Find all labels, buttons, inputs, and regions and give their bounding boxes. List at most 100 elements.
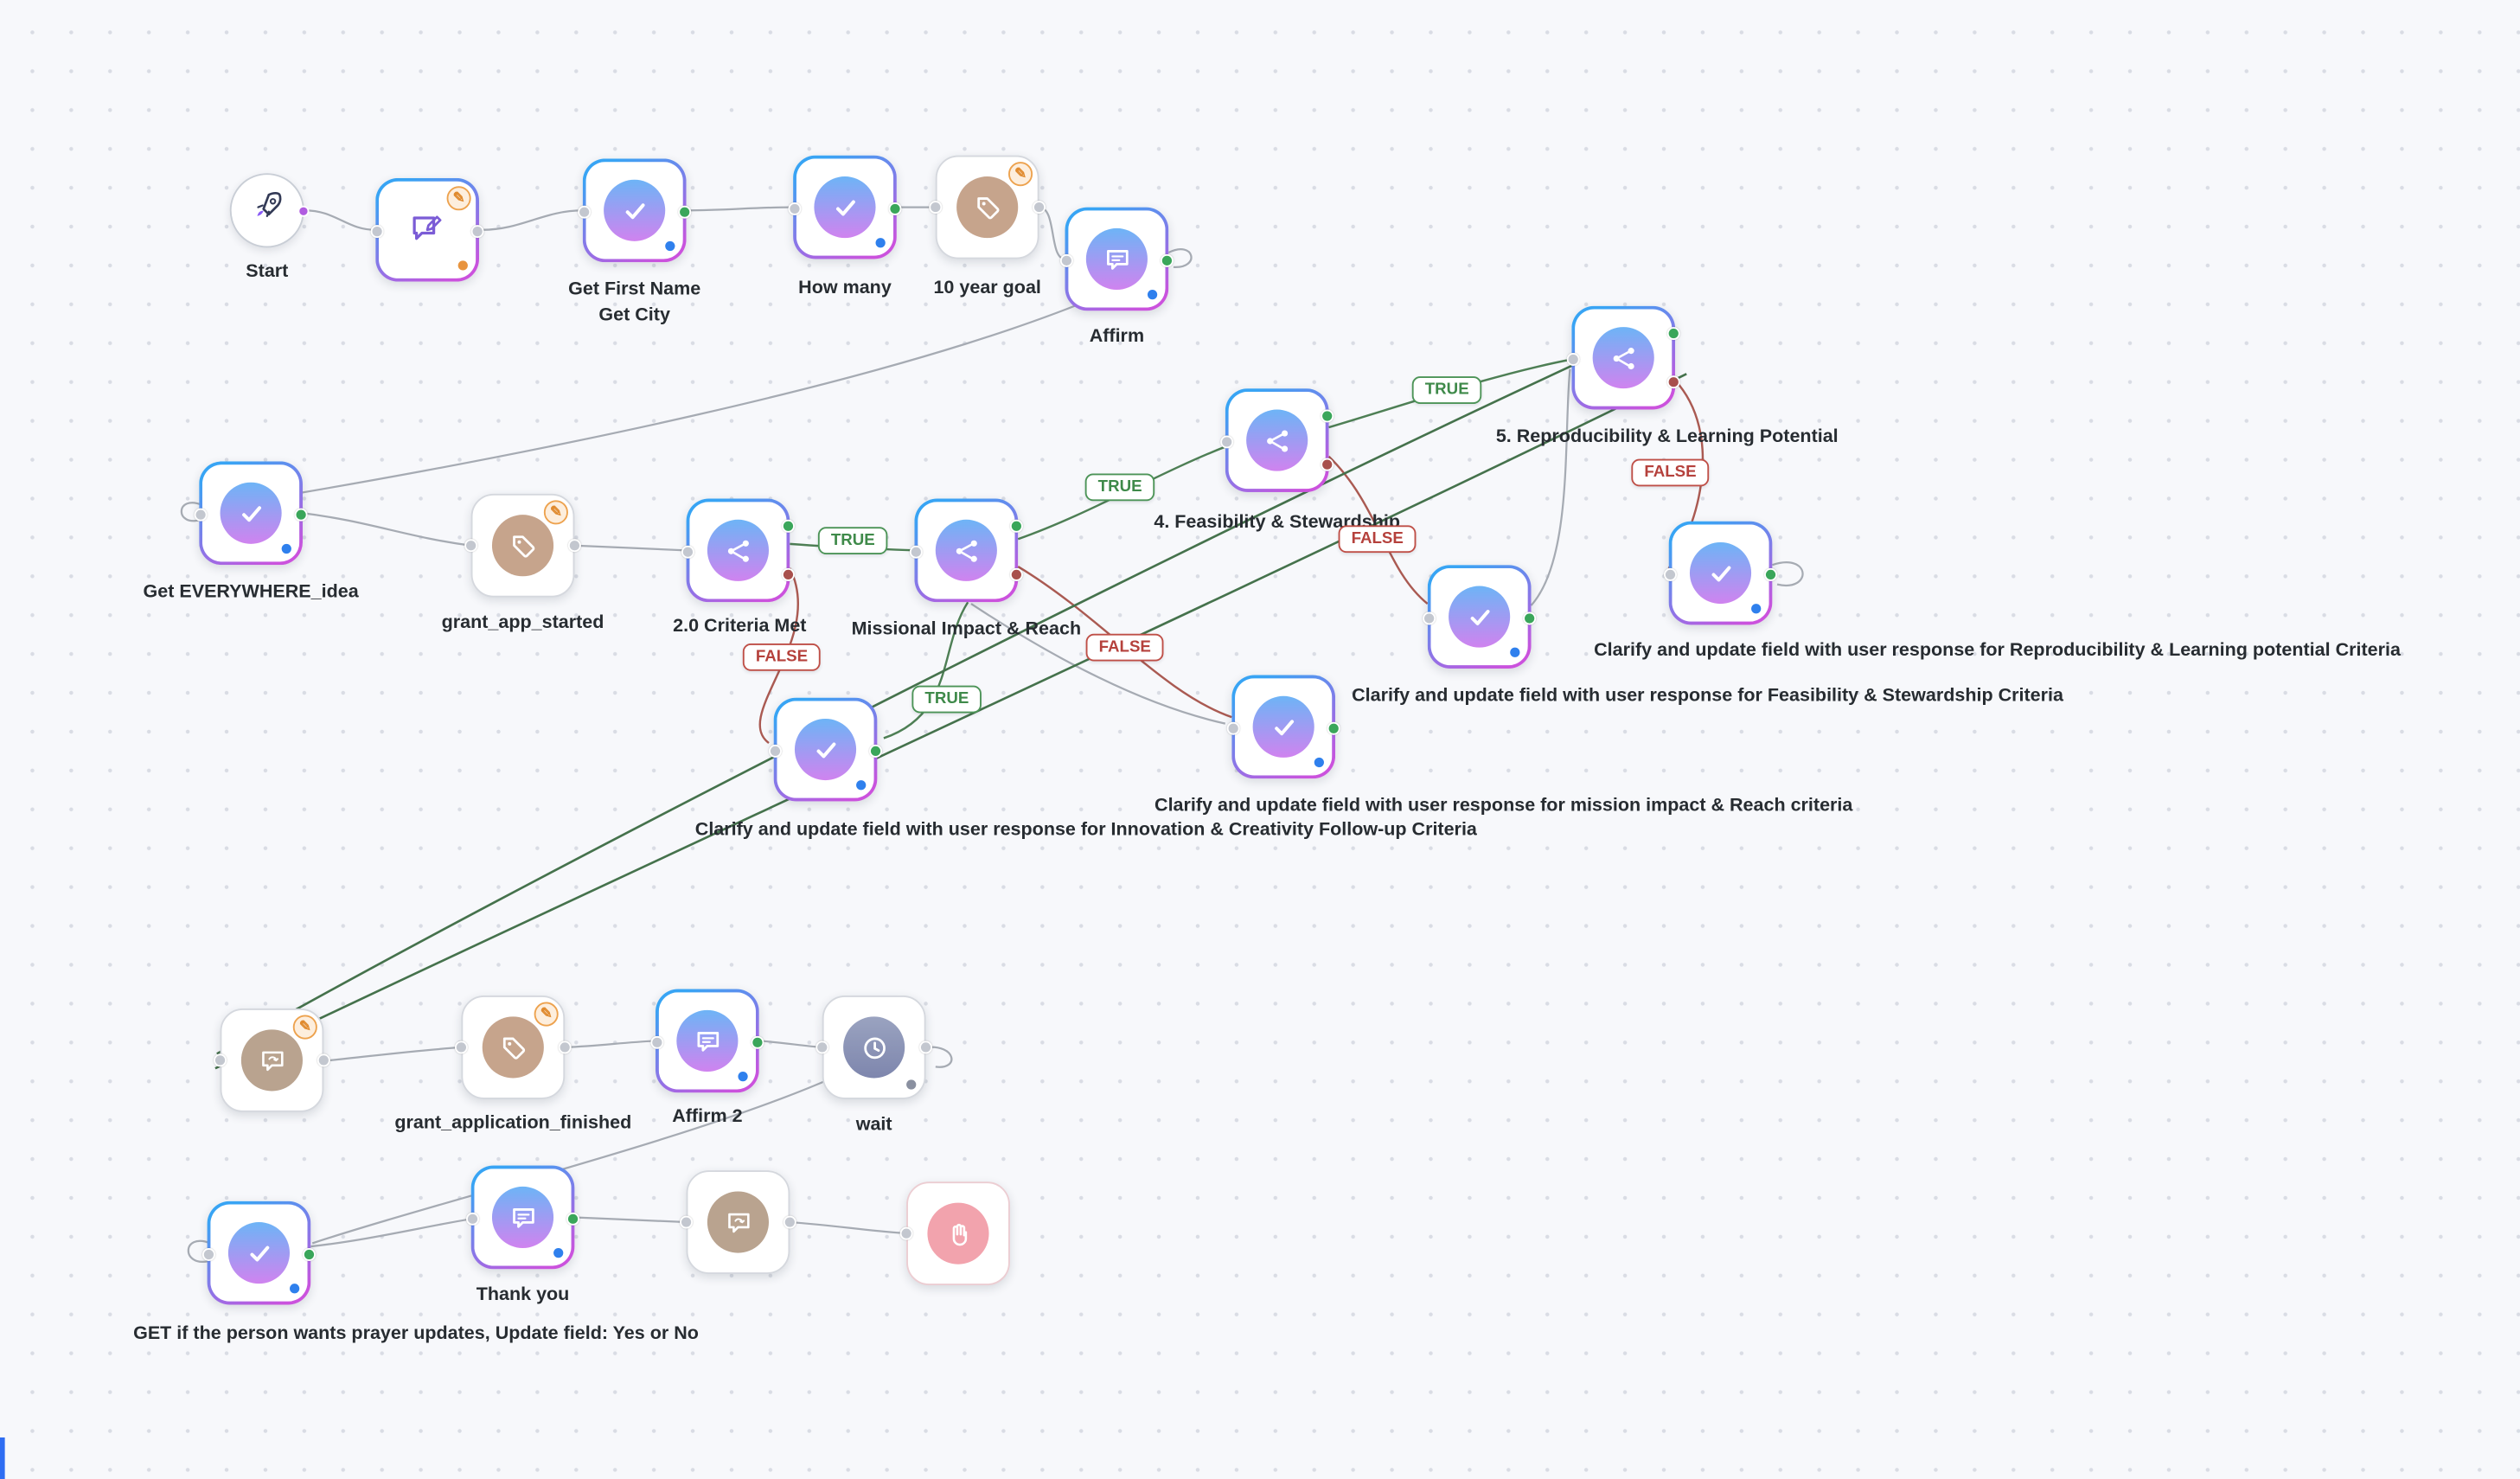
node-grant-application-finished[interactable]: ✎ bbox=[454, 996, 572, 1099]
input-port[interactable] bbox=[1059, 253, 1073, 267]
output-port[interactable] bbox=[1033, 201, 1046, 214]
output-port[interactable] bbox=[783, 1215, 796, 1229]
node-label-ten-year-goal: 10 year goal bbox=[933, 278, 1041, 298]
output-port[interactable] bbox=[888, 202, 902, 215]
node-clarify-feasibility[interactable] bbox=[1423, 565, 1537, 669]
input-port[interactable] bbox=[1226, 721, 1240, 735]
output-port[interactable] bbox=[919, 1040, 933, 1054]
check-icon bbox=[1689, 541, 1752, 605]
input-port[interactable] bbox=[681, 545, 694, 559]
status-dot bbox=[856, 780, 867, 791]
node-missional-impact-reach[interactable] bbox=[909, 498, 1023, 602]
status-dot bbox=[1147, 290, 1158, 300]
output-port[interactable] bbox=[1523, 611, 1537, 625]
output-port[interactable] bbox=[317, 1053, 330, 1067]
status-dot bbox=[665, 240, 675, 252]
output-port[interactable] bbox=[1327, 721, 1340, 735]
input-port[interactable] bbox=[214, 1053, 227, 1067]
output-port[interactable] bbox=[869, 744, 883, 758]
input-port[interactable] bbox=[194, 508, 208, 522]
node-how-many[interactable] bbox=[788, 156, 902, 259]
node-label-thank-you: Thank you bbox=[476, 1285, 570, 1305]
rocket-icon bbox=[249, 189, 285, 233]
node-criteria-met[interactable] bbox=[681, 498, 795, 602]
output-port[interactable] bbox=[1764, 567, 1778, 581]
edge-label-false: FALSE bbox=[742, 643, 822, 671]
false-port[interactable] bbox=[781, 567, 795, 581]
node-get-everywhere-idea[interactable] bbox=[194, 461, 308, 565]
output-port[interactable] bbox=[566, 1212, 580, 1226]
node-message-capture-2[interactable]: ✎ bbox=[214, 1008, 330, 1112]
node-get-prayer-updates[interactable] bbox=[201, 1201, 316, 1305]
chat-refresh-icon bbox=[240, 1029, 303, 1092]
tag-icon bbox=[491, 515, 554, 577]
status-dot bbox=[1751, 604, 1762, 614]
node-message-tan[interactable] bbox=[680, 1170, 796, 1274]
node-label-grant-app-started: grant_app_started bbox=[441, 613, 604, 633]
output-port[interactable] bbox=[297, 205, 310, 217]
output-port[interactable] bbox=[678, 205, 692, 219]
node-thank-you[interactable] bbox=[466, 1166, 580, 1270]
node-stop[interactable] bbox=[899, 1181, 1010, 1286]
node-affirm-2[interactable] bbox=[650, 989, 764, 1093]
node-feasibility-stewardship[interactable] bbox=[1220, 388, 1334, 492]
status-dot bbox=[738, 1071, 748, 1082]
output-port[interactable] bbox=[751, 1035, 764, 1049]
output-port[interactable] bbox=[302, 1248, 316, 1261]
input-port[interactable] bbox=[1423, 611, 1436, 625]
true-port[interactable] bbox=[781, 519, 795, 533]
node-clarify-reproducibility[interactable] bbox=[1664, 522, 1778, 625]
input-port[interactable] bbox=[466, 1212, 479, 1226]
node-start[interactable] bbox=[229, 173, 310, 248]
condition-icon bbox=[1592, 327, 1654, 389]
false-port[interactable] bbox=[1009, 567, 1023, 581]
node-affirm[interactable] bbox=[1059, 208, 1174, 311]
true-port[interactable] bbox=[1321, 409, 1334, 423]
input-port[interactable] bbox=[454, 1040, 468, 1054]
node-grant-app-started[interactable]: ✎ bbox=[464, 493, 581, 598]
node-ten-year-goal[interactable]: ✎ bbox=[929, 155, 1046, 259]
input-port[interactable] bbox=[370, 225, 384, 239]
input-port[interactable] bbox=[769, 744, 782, 758]
input-port[interactable] bbox=[464, 539, 478, 553]
input-port[interactable] bbox=[815, 1040, 829, 1054]
input-port[interactable] bbox=[909, 545, 923, 559]
true-port[interactable] bbox=[1666, 327, 1680, 341]
output-port[interactable] bbox=[567, 539, 581, 553]
status-dot bbox=[875, 238, 886, 248]
input-port[interactable] bbox=[578, 205, 592, 219]
input-port[interactable] bbox=[1664, 567, 1677, 581]
edit-badge-icon: ✎ bbox=[534, 1002, 559, 1027]
output-port[interactable] bbox=[470, 225, 484, 239]
node-label-get-first-name-city: Get First Name Get City bbox=[568, 279, 701, 326]
input-port[interactable] bbox=[680, 1215, 694, 1229]
check-icon bbox=[227, 1222, 291, 1284]
node-get-first-name-city[interactable] bbox=[578, 158, 692, 262]
input-port[interactable] bbox=[1566, 353, 1580, 366]
node-clarify-innovation[interactable] bbox=[769, 698, 883, 802]
input-port[interactable] bbox=[1220, 435, 1234, 449]
input-port[interactable] bbox=[929, 201, 943, 214]
input-port[interactable] bbox=[899, 1226, 913, 1240]
condition-icon bbox=[935, 519, 997, 581]
output-port[interactable] bbox=[1160, 253, 1174, 267]
false-port[interactable] bbox=[1321, 458, 1334, 471]
false-port[interactable] bbox=[1666, 375, 1680, 389]
input-port[interactable] bbox=[788, 202, 802, 215]
true-port[interactable] bbox=[1009, 519, 1023, 533]
node-label-clarify-mission-impact: Clarify and update field with user respo… bbox=[1154, 796, 1853, 816]
node-clarify-mission-impact[interactable] bbox=[1226, 675, 1340, 778]
input-port[interactable] bbox=[650, 1035, 664, 1049]
node-wait[interactable] bbox=[815, 996, 933, 1099]
input-port[interactable] bbox=[201, 1248, 215, 1261]
message-icon bbox=[676, 1009, 739, 1072]
node-message-capture[interactable]: ✎ bbox=[370, 178, 484, 282]
output-port[interactable] bbox=[294, 508, 308, 522]
output-port[interactable] bbox=[558, 1040, 572, 1054]
scrollbar-indicator[interactable] bbox=[0, 1437, 5, 1479]
edge-label-true: TRUE bbox=[1084, 473, 1155, 502]
check-icon bbox=[1449, 586, 1511, 648]
node-reproducibility-learning[interactable] bbox=[1566, 306, 1680, 410]
